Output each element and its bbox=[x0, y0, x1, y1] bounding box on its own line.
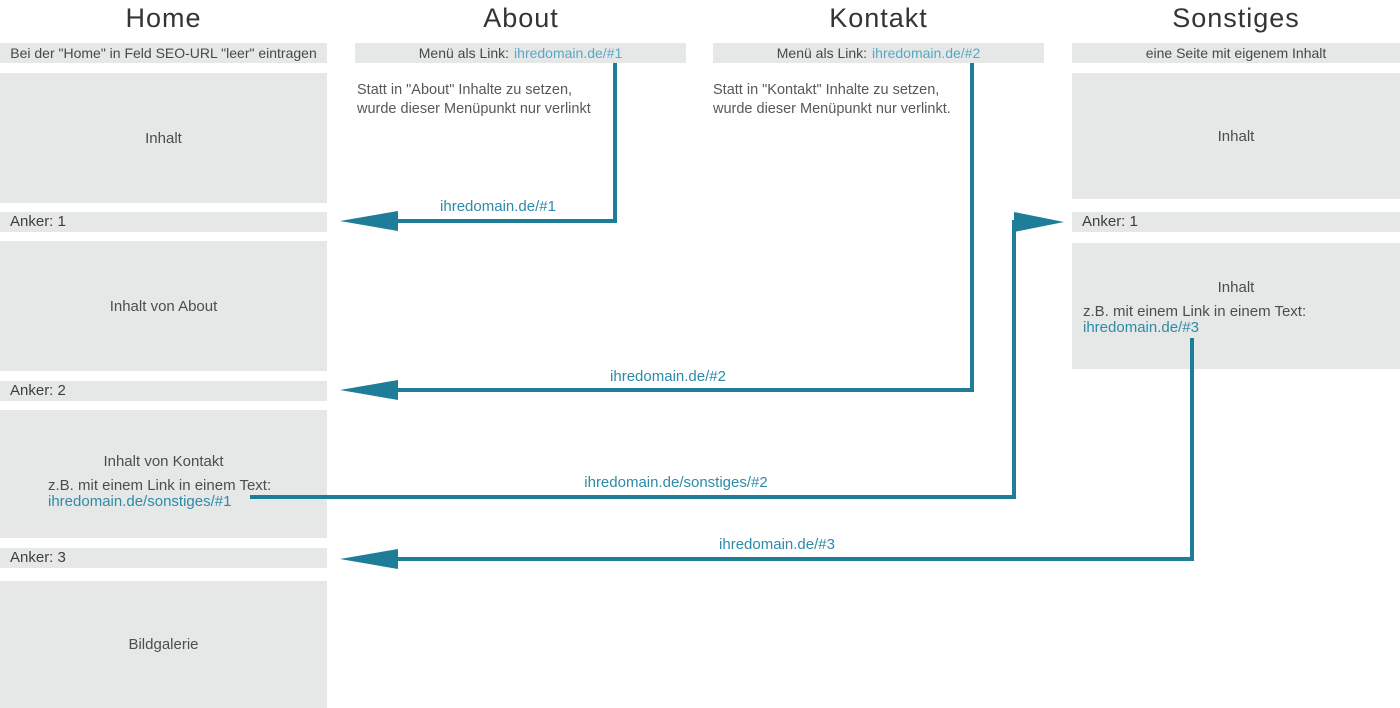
arrow-home3-arrowhead-icon bbox=[340, 549, 398, 569]
home-anchor-3-bar: Anker: 3 bbox=[0, 548, 327, 568]
arrow-kontakt-vertical-line bbox=[970, 63, 974, 392]
about-menu-link[interactable]: ihredomain.de/#1 bbox=[514, 45, 623, 61]
kontakt-note-line2: wurde dieser Menüpunkt nur verlinkt. bbox=[713, 101, 951, 117]
home-sonstiges-anchor-link[interactable]: ihredomain.de/sonstiges/#1 bbox=[48, 493, 232, 510]
home-gallery-label: Bildgalerie bbox=[128, 636, 199, 653]
arrow-about-vertical-line bbox=[613, 63, 617, 223]
arrow-kontakt-label[interactable]: ihredomain.de/#2 bbox=[610, 368, 726, 385]
arrow-sonstiges2-vertical-line bbox=[1012, 220, 1016, 499]
arrow-about-label[interactable]: ihredomain.de/#1 bbox=[440, 198, 556, 215]
home-content-label: Inhalt bbox=[145, 129, 182, 147]
sonstiges-content-label: Inhalt bbox=[1217, 127, 1255, 145]
about-note-line2: wurde dieser Menüpunkt nur verlinkt bbox=[357, 101, 591, 117]
home-link-intro-text: z.B. mit einem Link in einem Text: bbox=[48, 477, 272, 494]
about-note-line1: Statt in "About" Inhalte zu setzen, bbox=[357, 82, 573, 98]
home-gallery-block: Bildgalerie bbox=[0, 581, 327, 708]
about-menu-link-bar: Menü als Link:ihredomain.de/#1 bbox=[355, 43, 686, 63]
arrow-home3-vertical-line bbox=[1190, 338, 1194, 561]
about-menu-label: Menü als Link: bbox=[418, 45, 510, 61]
arrow-kontakt-arrowhead-icon bbox=[340, 380, 398, 400]
home-about-content-label: Inhalt von About bbox=[109, 297, 218, 315]
home-content-block: Inhalt bbox=[0, 73, 327, 203]
home-kontakt-content-block: Inhalt von Kontakt z.B. mit einem Link i… bbox=[0, 410, 327, 538]
arrow-about-arrowhead-icon bbox=[340, 211, 398, 231]
kontakt-menu-link[interactable]: ihredomain.de/#2 bbox=[872, 45, 981, 61]
home-anchor-2-bar: Anker: 2 bbox=[0, 381, 327, 401]
sonstiges-anchor-1-bar: Anker: 1 bbox=[1072, 212, 1400, 232]
column-title-kontakt: Kontakt bbox=[829, 3, 928, 33]
arrow-sonstiges2-arrowhead-icon bbox=[1014, 212, 1064, 232]
sonstiges-content-block: Inhalt bbox=[1072, 73, 1400, 199]
about-note: Statt in "About" Inhalte zu setzen, wurd… bbox=[357, 81, 677, 119]
arrow-sonstiges2-label[interactable]: ihredomain.de/sonstiges/#2 bbox=[584, 474, 768, 491]
arrow-home3-horizontal-line bbox=[395, 557, 1194, 561]
kontakt-menu-link-bar: Menü als Link:ihredomain.de/#2 bbox=[713, 43, 1044, 63]
arrow-about-horizontal-line bbox=[395, 219, 617, 223]
kontakt-note: Statt in "Kontakt" Inhalte zu setzen, wu… bbox=[713, 81, 1033, 119]
home-kontakt-content-title: Inhalt von Kontakt bbox=[103, 453, 224, 470]
arrow-sonstiges2-horizontal-line bbox=[250, 495, 1016, 499]
sonstiges-link-content-block: Inhalt z.B. mit einem Link in einem Text… bbox=[1072, 243, 1400, 369]
arrow-home3-label[interactable]: ihredomain.de/#3 bbox=[719, 536, 835, 553]
home-about-content-block: Inhalt von About bbox=[0, 241, 327, 371]
sonstiges-top-note-bar: eine Seite mit eigenem Inhalt bbox=[1072, 43, 1400, 63]
sonstiges-content-title: Inhalt bbox=[1217, 279, 1255, 296]
column-title-sonstiges: Sonstiges bbox=[1172, 3, 1300, 33]
kontakt-menu-label: Menü als Link: bbox=[776, 45, 868, 61]
column-title-home: Home bbox=[125, 3, 202, 33]
column-title-about: About bbox=[483, 3, 559, 33]
home-anchor-1-bar: Anker: 1 bbox=[0, 212, 327, 232]
arrow-kontakt-horizontal-line bbox=[395, 388, 974, 392]
home-seo-url-note-bar: Bei der "Home" in Feld SEO-URL "leer" ei… bbox=[0, 43, 327, 63]
kontakt-note-line1: Statt in "Kontakt" Inhalte zu setzen, bbox=[713, 82, 940, 98]
sonstiges-anchor-link[interactable]: ihredomain.de/#3 bbox=[1083, 319, 1199, 336]
sonstiges-link-intro-text: z.B. mit einem Link in einem Text: bbox=[1083, 303, 1307, 320]
